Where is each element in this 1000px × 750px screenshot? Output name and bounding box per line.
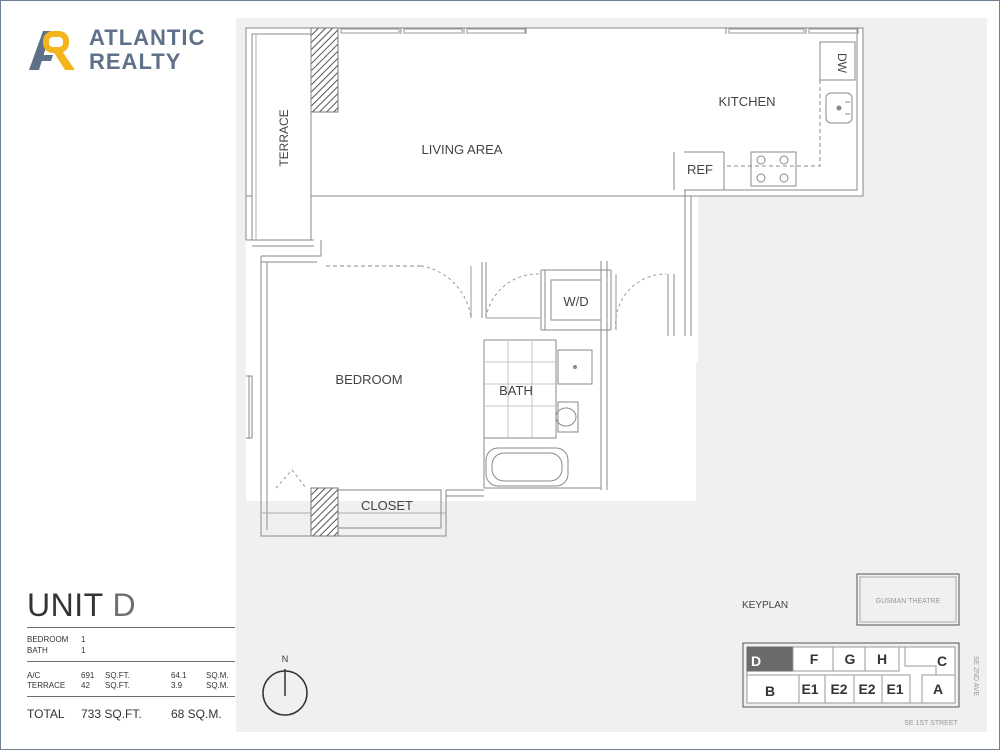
floorplan-sheet: TERRACE LIVING AREA KITCHEN DW REF W/D B… <box>236 18 987 732</box>
keyplan-unit-d-shape <box>746 646 794 672</box>
keyplan-unit-b: B <box>765 683 775 699</box>
atlantic-realty-logo: ATLANTIC REALTY <box>29 25 229 75</box>
room-label-closet: CLOSET <box>361 498 413 513</box>
keyplan-unit-a: A <box>933 681 943 697</box>
terrace-sqm: 3.9 <box>171 681 183 690</box>
bath-label: BATH <box>27 646 48 655</box>
keyplan-unit-e2b: E2 <box>858 681 875 697</box>
keyplan-unit-e1b: E1 <box>886 681 903 697</box>
unit-title: UNIT D <box>27 587 136 623</box>
divider-top <box>27 627 235 628</box>
room-label-living: LIVING AREA <box>422 142 503 157</box>
keyplan-unit-e1b-shape <box>881 674 911 704</box>
keyplan-unit-h: H <box>877 651 887 667</box>
theatre-label: GUSMAN THEATRE <box>876 598 941 605</box>
appliance-label-dw: DW <box>835 53 849 74</box>
bath-fixtures <box>484 339 593 487</box>
keyplan-unit-e2a: E2 <box>830 681 847 697</box>
keyplan-unit-g-shape <box>832 646 866 672</box>
floorplan-drawing: TERRACE LIVING AREA KITCHEN DW REF W/D B… <box>245 27 979 727</box>
keyplan-street-side: SE 2ND AVE <box>972 656 979 697</box>
door-swings <box>275 265 667 489</box>
unit-title-prefix: UNIT <box>27 587 104 623</box>
unit-title-letter: D <box>112 587 137 623</box>
keyplan-building <box>742 642 960 708</box>
keyplan: KEYPLAN GUSMAN THEATRE <box>742 573 979 727</box>
divider-bottom <box>27 696 235 697</box>
keyplan-unit-a-shape <box>921 674 956 704</box>
terrace-area <box>251 33 312 241</box>
terrace-sqft-unit: SQ.FT. <box>105 681 130 690</box>
bedroom-count: 1 <box>81 635 86 644</box>
terrace-label: TERRACE <box>27 681 66 690</box>
keyplan-unit-h-shape <box>864 646 900 672</box>
keyplan-unit-e2b-shape <box>853 674 883 704</box>
room-label-terrace: TERRACE <box>277 109 291 166</box>
ac-sqft: 691 <box>81 671 95 680</box>
theatre-outline <box>856 573 960 626</box>
keyplan-unit-e1a-shape <box>798 674 826 704</box>
keyplan-unit-d: D <box>751 653 761 669</box>
north-arrow-icon: N <box>262 654 308 716</box>
divider-middle <box>27 661 235 662</box>
terrace-sqm-unit: SQ.M. <box>206 681 229 690</box>
total-label: TOTAL <box>27 707 65 721</box>
kitchen-counter <box>724 41 856 187</box>
appliance-label-wd: W/D <box>563 294 588 309</box>
appliance-label-ref: REF <box>687 162 713 177</box>
keyplan-unit-f: F <box>810 651 819 667</box>
bedroom-label: BEDROOM <box>27 635 69 644</box>
total-sqft: 733 SQ.FT. <box>81 707 142 721</box>
keyplan-street-bottom: SE 1ST STREET <box>904 720 958 727</box>
keyplan-unit-c: C <box>937 653 947 669</box>
brand-line-1: ATLANTIC <box>89 25 206 50</box>
brand-line-2: REALTY <box>89 49 182 74</box>
bath-count: 1 <box>81 646 86 655</box>
keyplan-unit-f-shape <box>792 646 834 672</box>
logo-mark-icon <box>29 31 75 70</box>
terrace-sqft: 42 <box>81 681 90 690</box>
ac-sqft-unit: SQ.FT. <box>105 671 130 680</box>
keyplan-unit-e1a: E1 <box>801 681 818 697</box>
room-label-bath: BATH <box>499 383 533 398</box>
keyplan-unit-b-shape <box>746 674 800 704</box>
ac-sqm: 64.1 <box>171 671 187 680</box>
room-label-bedroom: BEDROOM <box>335 372 402 387</box>
north-label: N <box>282 654 289 664</box>
ac-sqm-unit: SQ.M. <box>206 671 229 680</box>
keyplan-unit-g: G <box>845 651 856 667</box>
windows <box>340 28 858 34</box>
keyplan-title: KEYPLAN <box>742 600 788 611</box>
room-label-kitchen: KITCHEN <box>718 94 775 109</box>
column-top <box>310 27 339 113</box>
total-sqm: 68 SQ.M. <box>171 707 222 721</box>
column-bottom <box>310 487 339 537</box>
ac-label: A/C <box>27 671 41 680</box>
